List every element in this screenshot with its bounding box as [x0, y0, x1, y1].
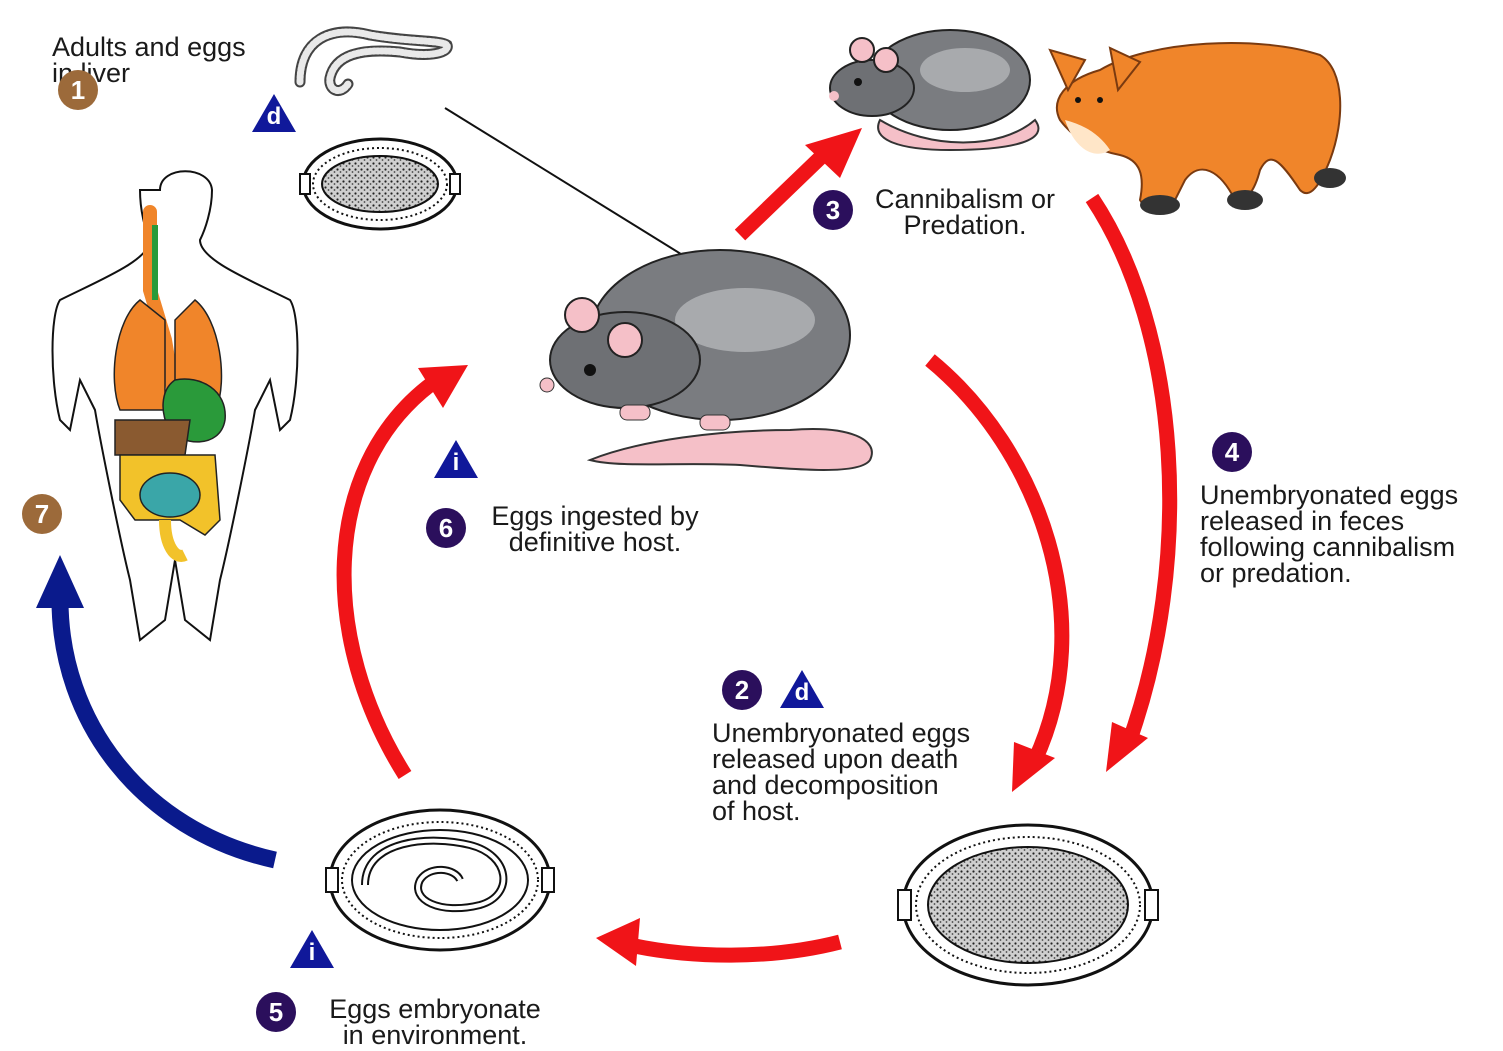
- arrow-host-to-egg: [930, 360, 1062, 760]
- unembryonated-egg-icon: [898, 825, 1158, 985]
- arrow-egg-to-embryonated: [630, 942, 840, 955]
- human-body-icon: [53, 171, 298, 640]
- embryonated-egg-icon: [326, 810, 554, 950]
- infective-stage-icon-6: i: [432, 438, 480, 480]
- step-5-badge: 5: [256, 992, 296, 1032]
- rat-definitive-host-icon: [540, 250, 872, 470]
- step-6-label: Eggs ingested by definitive host.: [470, 503, 720, 555]
- arrow-embryonated-to-host: [344, 385, 430, 775]
- step-1-badge: 1: [58, 70, 98, 110]
- step-2-label: Unembryonated eggs released upon death a…: [712, 720, 970, 824]
- arrow-egg-to-embryonated-head: [596, 918, 640, 966]
- step-2-badge: 2: [722, 670, 762, 710]
- step-3-badge: 3: [813, 190, 853, 230]
- rat-prey-icon: [829, 30, 1038, 150]
- arrow-fox-to-egg: [1092, 198, 1170, 745]
- step-6-badge: 6: [426, 508, 466, 548]
- infective-stage-icon-5: i: [288, 928, 336, 970]
- step-4-badge: 4: [1212, 432, 1252, 472]
- step-7-badge: 7: [22, 494, 62, 534]
- adult-worm-icon: [300, 32, 447, 91]
- step-3-label: Cannibalism or Predation.: [860, 186, 1070, 238]
- step-4-label: Unembryonated eggs released in feces fol…: [1200, 482, 1458, 586]
- arrow-fox-to-egg-head: [1106, 722, 1148, 772]
- diagnostic-stage-icon-1: d: [250, 92, 298, 134]
- fox-predator-icon: [1050, 43, 1346, 215]
- diagnostic-stage-icon-2: d: [778, 668, 826, 710]
- liver-egg-icon: [300, 139, 460, 229]
- step-5-label: Eggs embryonate in environment.: [305, 996, 565, 1048]
- arrow-rat-to-prey: [740, 158, 820, 235]
